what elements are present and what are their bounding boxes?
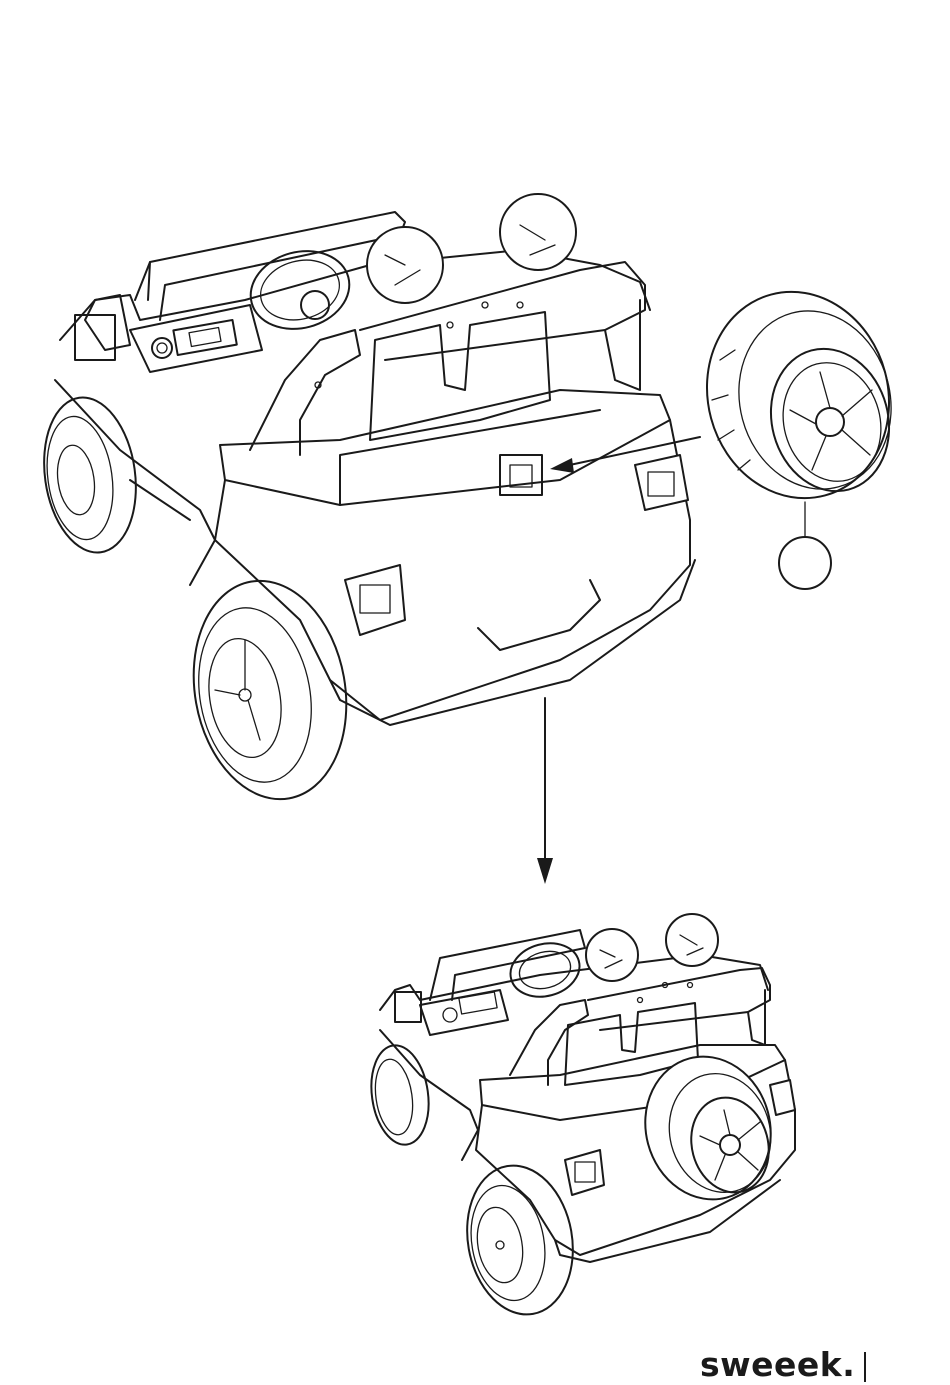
brand-logo: sweeek. — [700, 1345, 855, 1385]
step-callout-circle — [779, 537, 831, 589]
brand-divider — [864, 1352, 866, 1382]
jeep-after-illustration — [365, 914, 795, 1323]
spare-wheel-icon — [684, 271, 912, 519]
jeep-before-illustration — [35, 194, 695, 811]
result-arrow-icon — [537, 698, 553, 884]
